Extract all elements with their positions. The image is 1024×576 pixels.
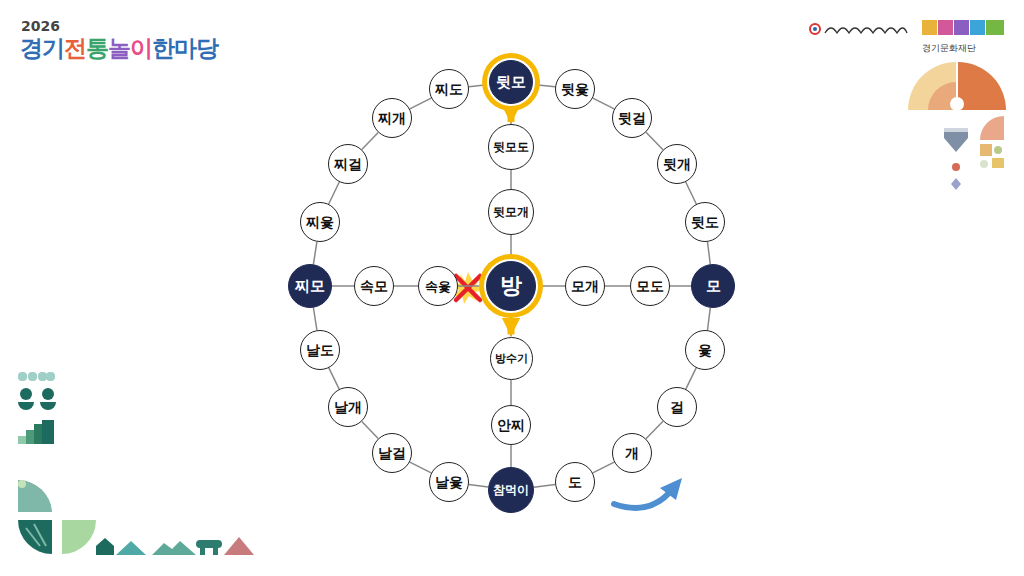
board-spot: 속윷 [418,266,458,306]
spot-name: 개 [625,446,639,460]
spot-name: 모개 [571,279,599,293]
board-line [707,308,710,330]
spot-name: 뒷도 [691,215,719,229]
board-spot: 찌윷 [300,202,340,242]
board-spot: 안찌 [491,405,531,445]
spot-name: 날개 [334,400,362,414]
board-spot: 뒷걸 [612,98,652,138]
board-spot: 윷 [685,330,725,370]
spot-name: 도 [568,475,582,489]
spot-name: 날윷 [435,475,463,489]
board-spot: 찌걸 [328,144,368,184]
board-line [469,84,489,86]
board-spot: 날윷 [429,462,469,502]
board-line [670,285,691,287]
spot-name: 걸 [670,400,684,414]
board-spot: 뒷도 [685,202,725,242]
board-spot: 모개 [565,266,605,306]
board-line [510,311,512,337]
board-line [329,368,339,389]
spot-name: 속윷 [425,280,451,293]
spot-name: 날도 [306,343,334,357]
year: 2026 [21,18,60,34]
board-spot: 걸 [657,387,697,427]
spot-name: 찌개 [378,111,406,125]
board-line [534,484,555,487]
board-line [329,182,340,204]
spot-name: 속모 [360,279,388,293]
move-arrow [508,111,515,122]
board-line [394,285,418,287]
spot-name: 뒷모개 [493,206,529,218]
board-line [593,462,614,473]
corner-spot: 방 [486,261,536,311]
spot-name: 뒷모 [496,75,526,90]
board-line [686,368,696,389]
board-line [410,462,431,473]
spot-name: 찌도 [435,82,463,96]
board-spot: 뒷개 [657,144,697,184]
board-line [313,242,317,265]
board-line [510,380,512,406]
spot-name: 안찌 [497,418,525,432]
logo-mark [810,20,1004,35]
board-spot: 뒷모도 [488,124,534,170]
left-ornament [18,372,254,555]
board-line [646,421,663,438]
board-spot: 날도 [300,330,340,370]
board-line [362,132,378,149]
spot-name: 뒷윷 [561,82,589,96]
corner-spot: 모 [691,264,735,308]
spot-name: 찌윷 [306,215,334,229]
spot-name: 뒷개 [663,157,691,171]
spot-name: 참먹이 [493,484,529,496]
board-spot: 속모 [354,266,394,306]
corner-spot: 뒷모 [489,60,533,104]
board-line [458,285,486,287]
board-spot: 찌개 [372,98,412,138]
board-line [510,235,512,261]
board-line [332,285,354,287]
board-line [510,104,512,124]
board-spot: 날개 [328,387,368,427]
spot-name: 모도 [636,279,664,293]
board-spot: 찌도 [429,69,469,109]
board-line [593,98,614,109]
spot-name: 뒷걸 [618,111,646,125]
spot-name: 찌모 [295,279,325,294]
board-line [362,421,378,438]
board-line [536,285,565,287]
title: 경기전통놀이한마당 [20,33,218,64]
board-spot: 날걸 [372,433,412,473]
board-spot: 뒷모개 [488,189,534,235]
board-line [469,485,488,487]
logo-text: 경기문화재단 [922,42,976,55]
board-spot: 개 [612,433,652,473]
board-line [410,98,431,109]
spot-name: 방수기 [495,353,528,364]
board-line [313,308,317,331]
spot-name: 모 [706,279,721,294]
spot-name: 찌걸 [334,157,362,171]
board-line [510,445,512,467]
board-line [707,242,710,264]
direction-arrow [614,478,682,508]
board-line [510,170,512,189]
move-arrow [508,318,515,335]
spot-name: 윷 [698,343,712,357]
corner-ornament [908,62,1006,190]
spot-name: 날걸 [378,446,406,460]
board-line [686,182,697,204]
corner-spot: 참먹이 [488,467,534,513]
board-line [605,285,630,287]
board-spot: 뒷윷 [555,69,595,109]
spot-name: 뒷모도 [493,141,529,153]
spot-name: 방 [500,275,522,297]
corner-spot: 찌모 [288,264,332,308]
board-spot: 도 [555,462,595,502]
board-line [533,84,555,86]
board-spot: 모도 [630,266,670,306]
board-line [646,132,663,149]
board-spot: 방수기 [490,337,533,380]
